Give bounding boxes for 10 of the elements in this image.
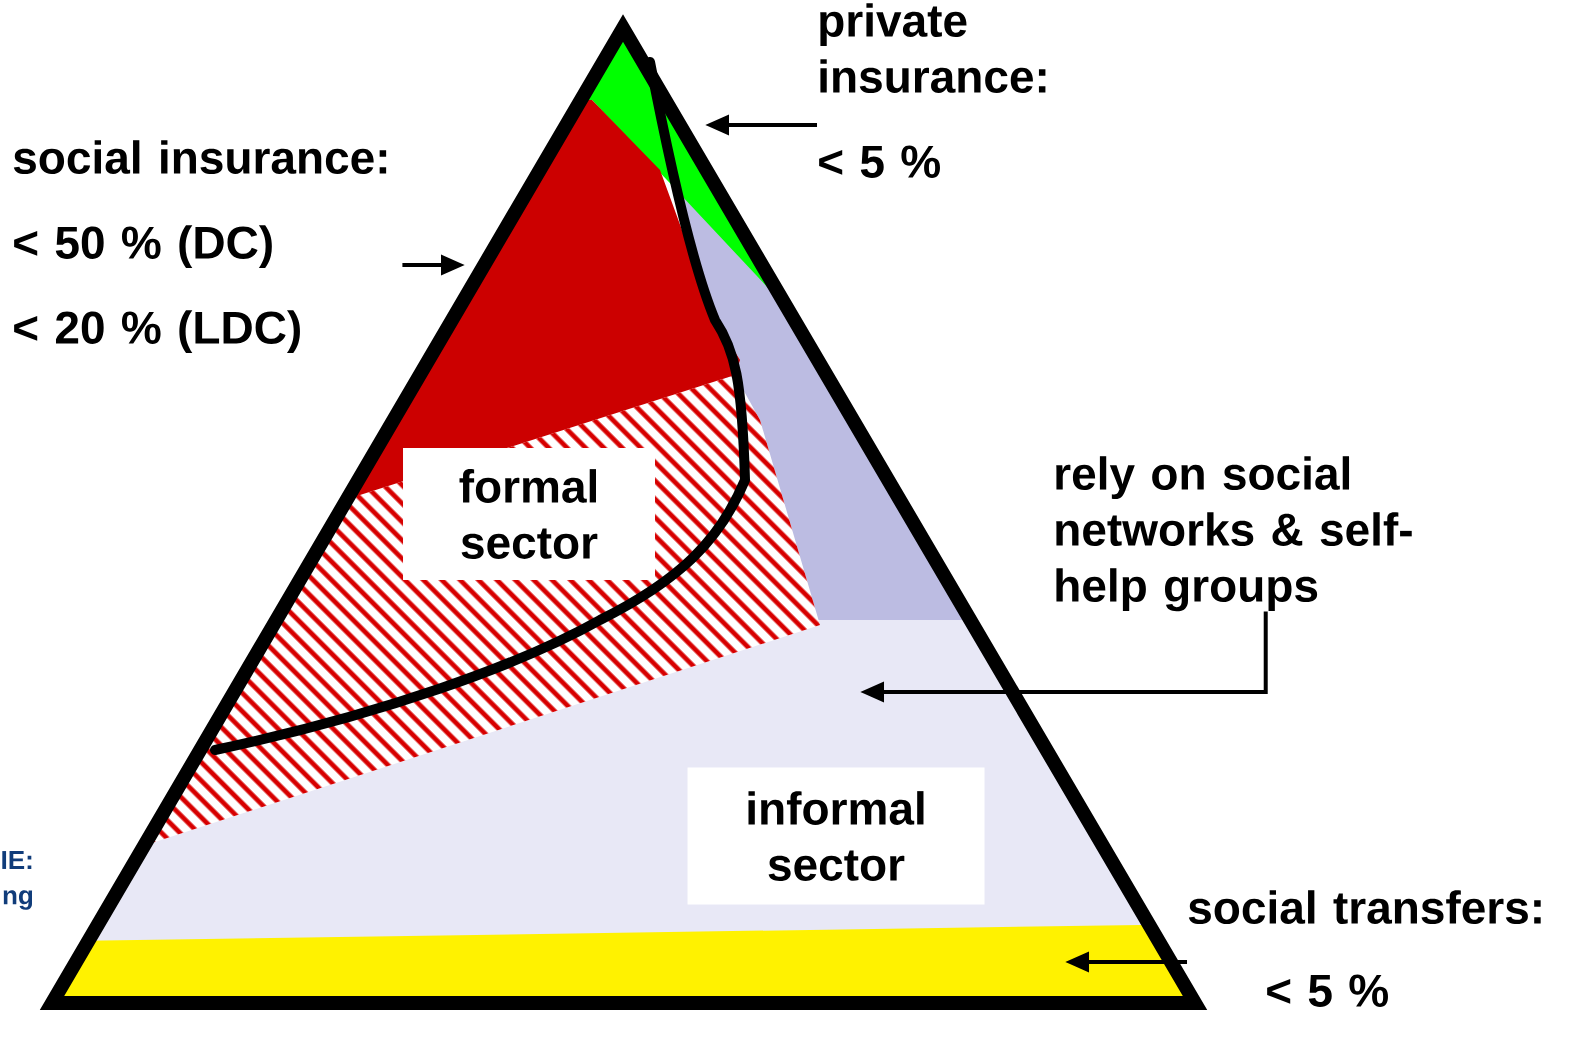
- cut-off-text: IE:: [2, 851, 32, 869]
- callout-text: social transfers: < 5 %: [1188, 890, 1541, 1007]
- label-box: informal sector: [687, 767, 985, 905]
- cut-off-text: ng: [3, 890, 33, 910]
- node-label: formal sector: [459, 469, 598, 559]
- callout-text: rely on social networks & self-help groups: [1056, 456, 1412, 612]
- label-box: formal sector: [403, 448, 655, 580]
- node-label: informal sector: [748, 791, 924, 881]
- callout-text: private insurance: < 5 %: [819, 3, 1046, 178]
- callout-text: social insurance: < 50 % (DC) < 20 % (LDC): [13, 140, 387, 354]
